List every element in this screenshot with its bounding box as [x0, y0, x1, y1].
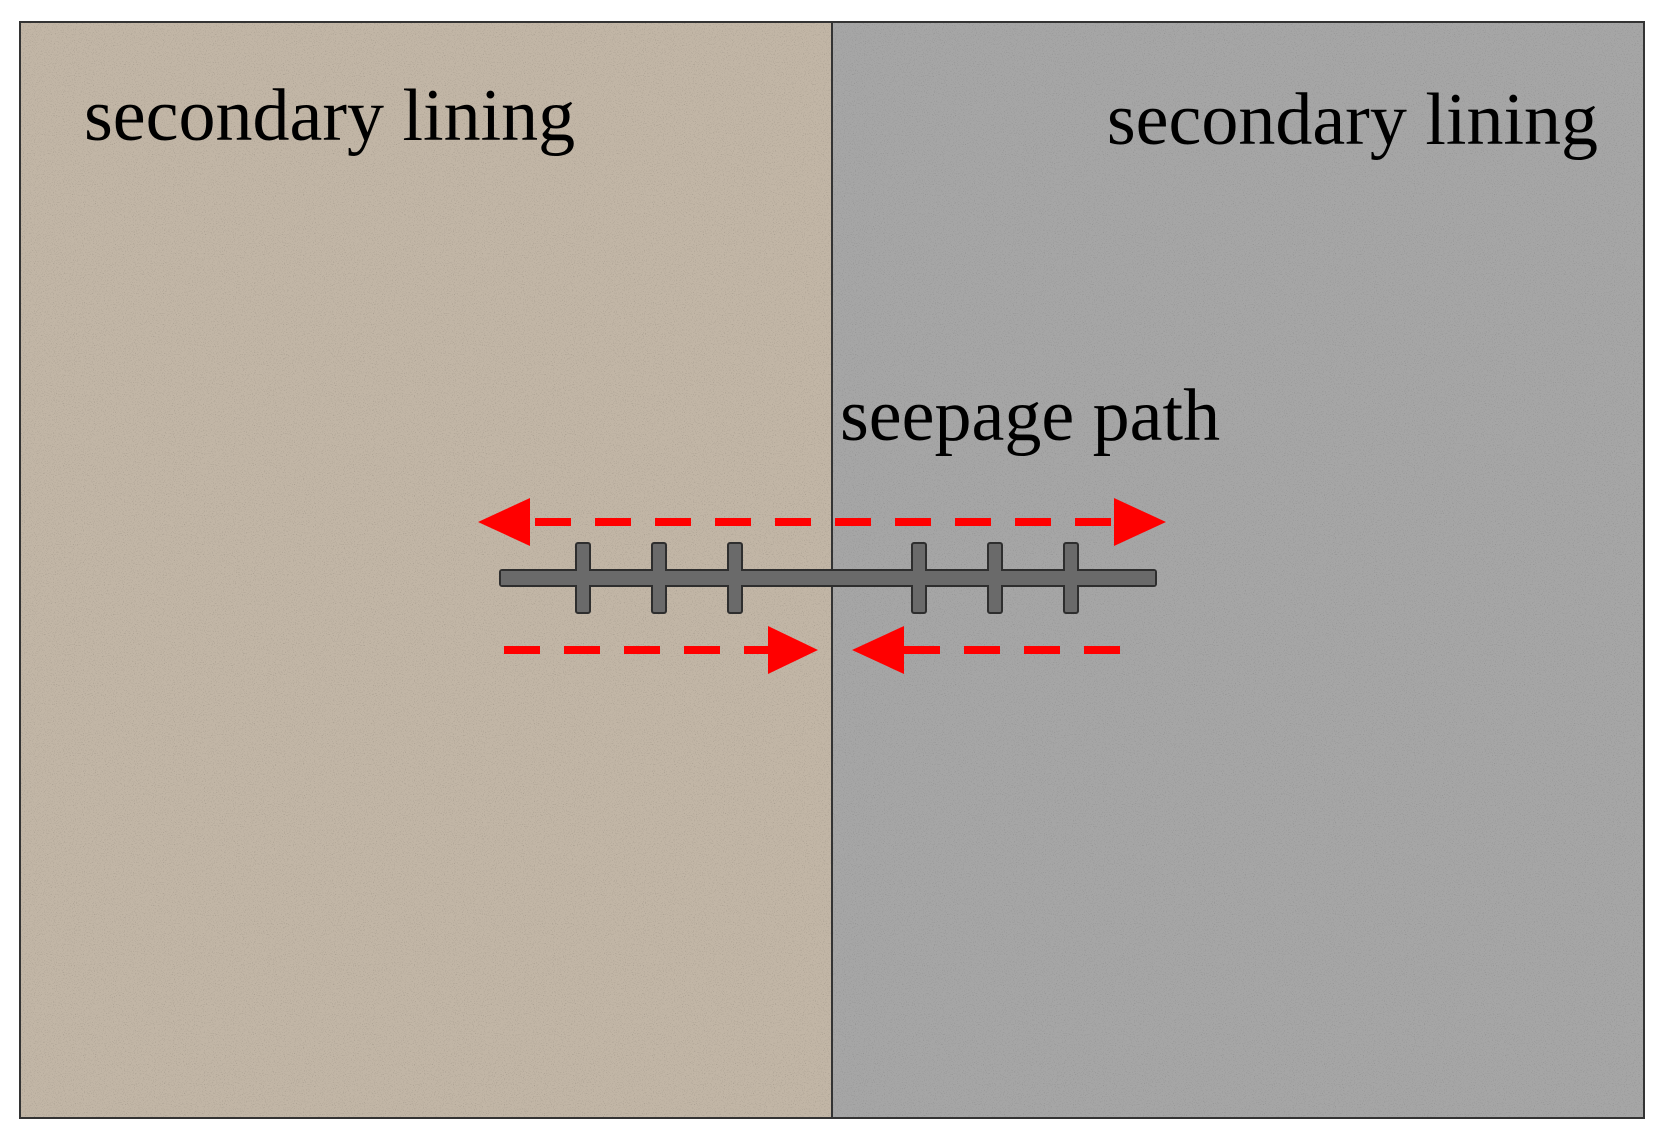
seepage-arrows [478, 498, 1166, 674]
left-lining-label: secondary lining [84, 75, 575, 157]
upper-left-arrowhead [478, 498, 530, 546]
waterstop-bar-cover [501, 571, 1155, 585]
lower-right-arrowhead [852, 626, 904, 674]
upper-right-arrowhead [1114, 498, 1166, 546]
lower-left-arrowhead [768, 626, 818, 674]
seepage-path-label: seepage path [840, 375, 1220, 457]
right-lining-label: secondary lining [1107, 79, 1598, 161]
waterstop [499, 542, 1157, 614]
